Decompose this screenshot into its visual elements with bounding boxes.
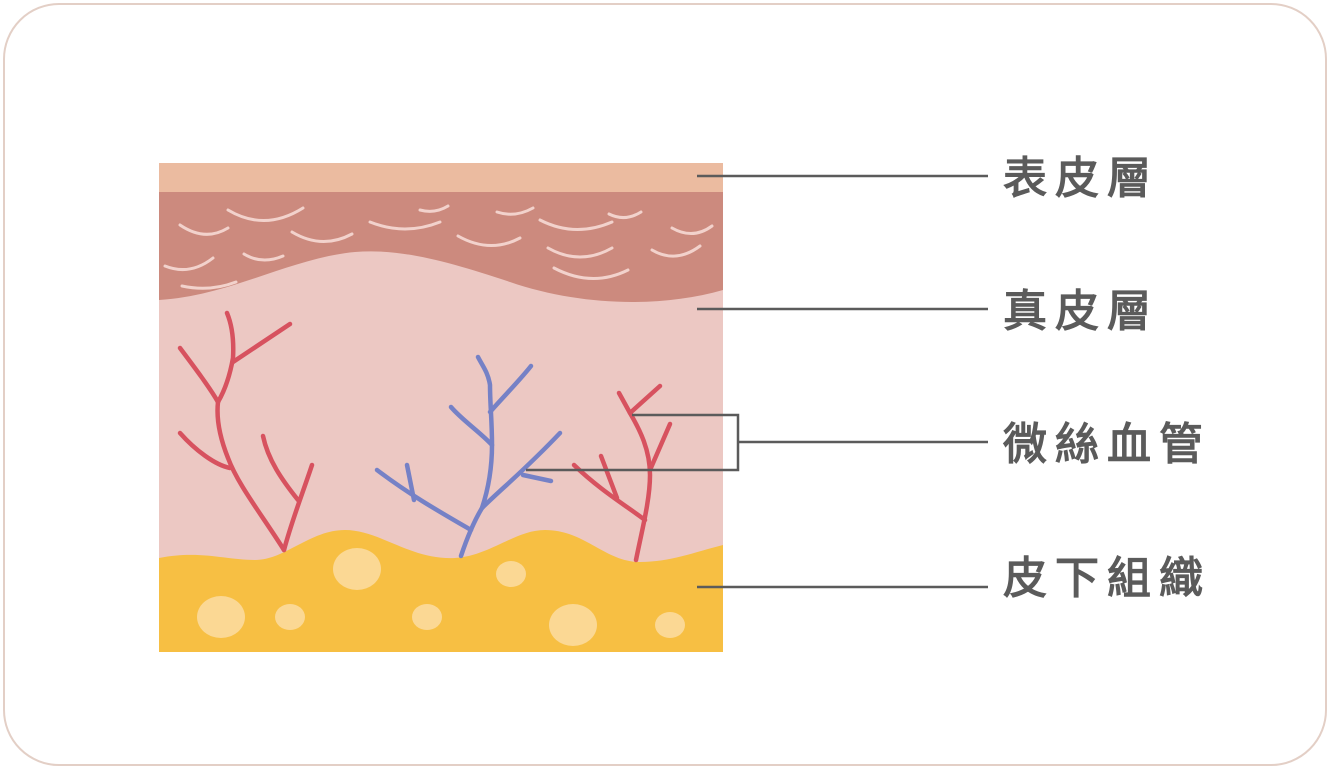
epidermis-layer bbox=[159, 163, 723, 192]
dermis-texture bbox=[163, 204, 714, 290]
artery-left bbox=[177, 310, 315, 553]
label-dermis: 真皮層 bbox=[1003, 286, 1159, 337]
vein-center bbox=[374, 354, 563, 559]
artery-right bbox=[571, 383, 673, 563]
leader-lines bbox=[697, 174, 988, 589]
label-subcutaneous: 皮下組織 bbox=[1003, 553, 1211, 604]
upper-dermis-band bbox=[159, 192, 723, 302]
skin-block bbox=[159, 163, 723, 652]
fat-cells bbox=[197, 548, 685, 646]
label-capillaries: 微絲血管 bbox=[1002, 419, 1211, 470]
label-epidermis: 表皮層 bbox=[1003, 153, 1159, 204]
